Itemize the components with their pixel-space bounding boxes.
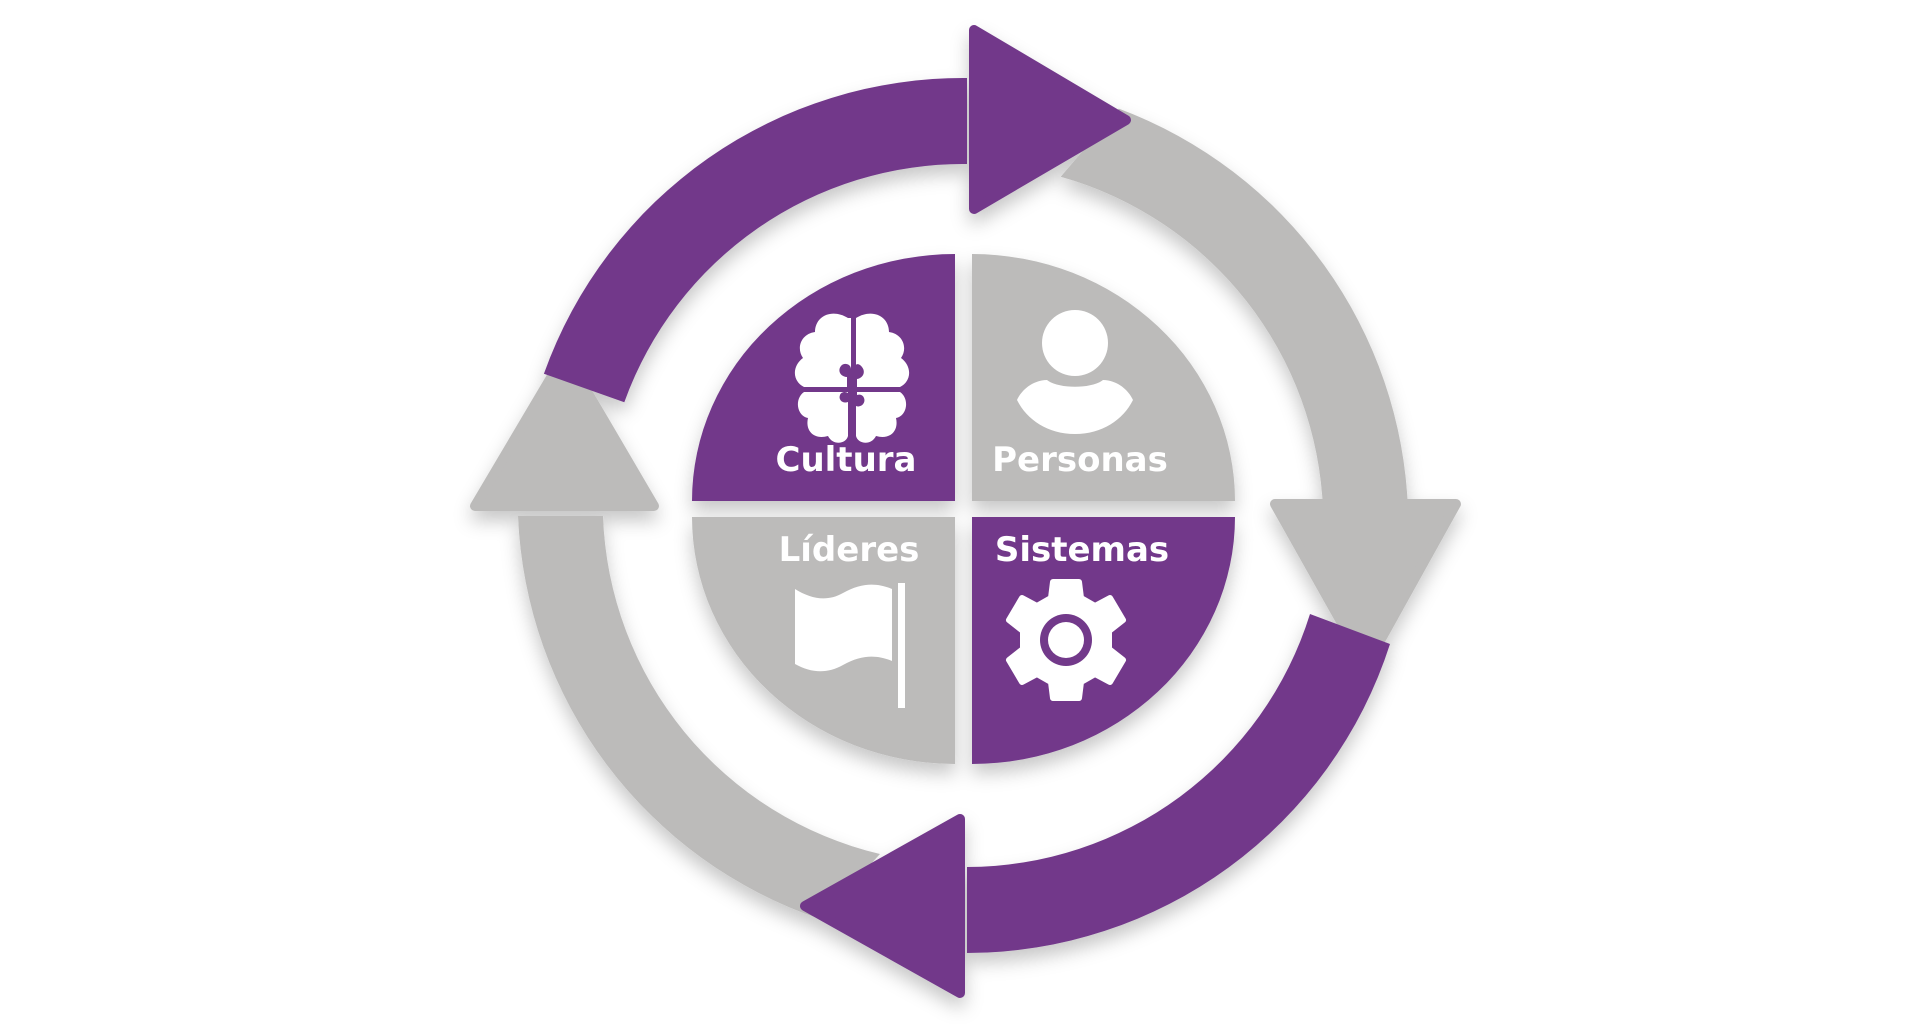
cycle-arrows xyxy=(470,25,1461,998)
quadrant-personas xyxy=(972,254,1235,501)
arrowhead-up xyxy=(470,349,659,511)
cycle-arrow-right xyxy=(1060,108,1408,510)
cycle-arrow-left xyxy=(518,516,880,919)
quadrant-circle xyxy=(692,254,1235,764)
gear-icon xyxy=(1006,579,1126,701)
arrowhead-left xyxy=(800,814,965,998)
cycle-arrow-top xyxy=(543,77,967,403)
cycle-arrow-bottom xyxy=(967,614,1390,953)
label-cultura: Cultura xyxy=(776,440,917,480)
label-sistemas: Sistemas xyxy=(995,530,1169,570)
flag-icon xyxy=(795,583,905,708)
label-personas: Personas xyxy=(992,440,1168,480)
arrowhead-right xyxy=(969,25,1131,214)
label-lideres: Líderes xyxy=(779,530,920,570)
person-icon xyxy=(1017,310,1133,434)
arrowhead-down xyxy=(1270,499,1461,671)
brain-puzzle-icon xyxy=(794,313,910,443)
